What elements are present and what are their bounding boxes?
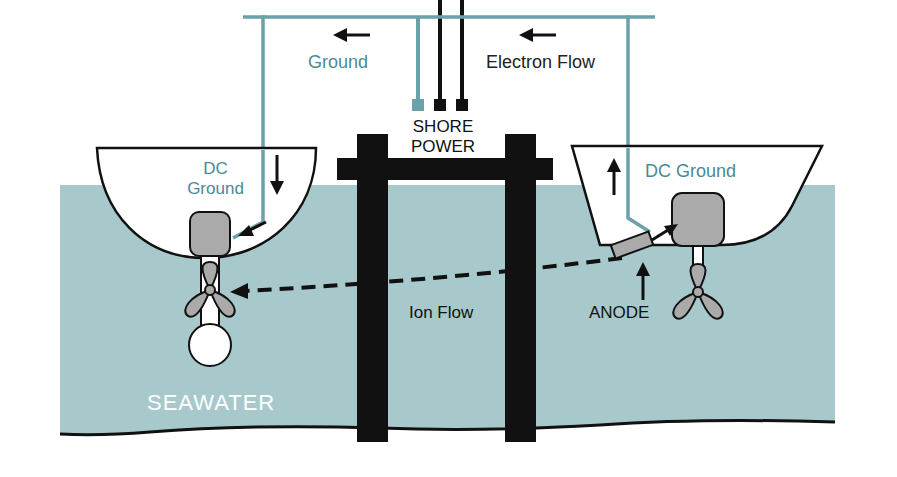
- region-label: SEAWATER: [147, 390, 275, 415]
- shore-power-label: SHORE POWER: [398, 117, 488, 156]
- shore-power-wire: [460, 0, 464, 99]
- label-box: SEAWATER: [147, 390, 275, 415]
- label-box: Electron Flow: [486, 52, 595, 73]
- boat-hull: DC Ground: [97, 147, 316, 259]
- flow-arrow: [333, 28, 556, 42]
- anode-pointer: [636, 262, 650, 300]
- shore-power-wire: [438, 0, 442, 99]
- hull-label: DC Ground: [645, 161, 785, 182]
- pier-crossbar: [337, 158, 553, 180]
- hull-label: DC Ground: [178, 159, 253, 198]
- boat-hull: DC Ground: [572, 146, 823, 246]
- label-box: Ion Flow: [409, 303, 473, 323]
- seabed-line: [60, 421, 835, 435]
- ion-flow-line: [244, 258, 622, 291]
- label-box: ANODE: [589, 303, 649, 323]
- label-box: SHORE POWER: [398, 117, 488, 156]
- ion-flow-arrowhead: [230, 283, 248, 299]
- bus-stub: [626, 15, 655, 19]
- wire-label: Ground: [308, 52, 368, 73]
- flow-label: Ion Flow: [409, 303, 473, 323]
- shore-terminal: [456, 99, 468, 111]
- shore-terminal: [412, 99, 424, 111]
- part-label: ANODE: [589, 303, 649, 323]
- pier-post: [505, 134, 536, 442]
- bus-stub: [243, 15, 265, 19]
- shore-terminal: [434, 99, 446, 111]
- shore-ground-wire: [416, 17, 420, 99]
- label-box: Ground: [308, 52, 368, 73]
- pier-post: [357, 134, 388, 442]
- flow-label: Electron Flow: [486, 52, 595, 73]
